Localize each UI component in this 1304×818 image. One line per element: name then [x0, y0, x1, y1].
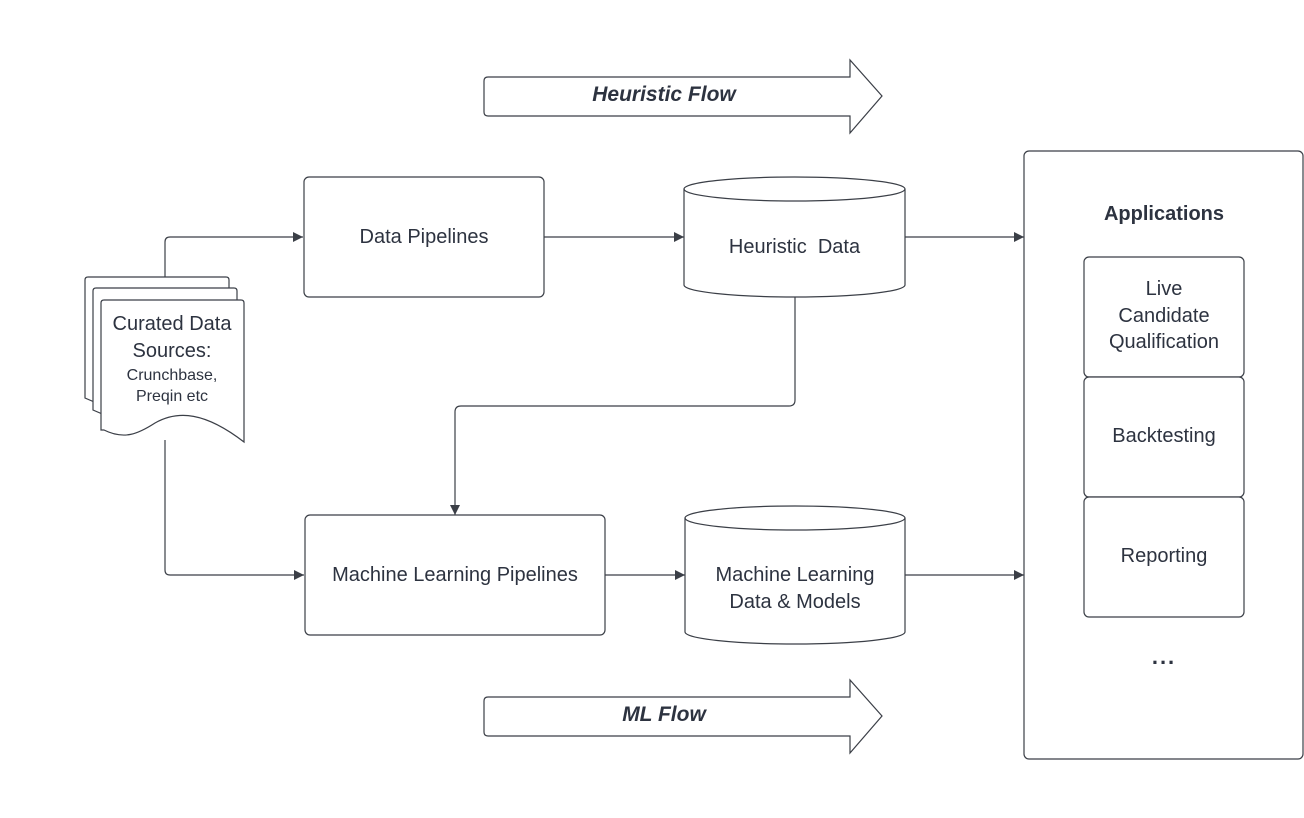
- sources-title-line-1: Curated Data: [113, 313, 233, 335]
- sources-sub-line-2: Preqin etc: [136, 388, 208, 405]
- edge-sources-to-data-pipelines: [164, 232, 303, 278]
- app-backtesting: Backtesting: [1083, 376, 1245, 498]
- ml-data-label-line-2: Data & Models: [729, 591, 860, 613]
- ml-data-node: Machine Learning Data & Models: [684, 505, 906, 645]
- data-pipelines-label: Data Pipelines: [360, 226, 489, 248]
- ml-pipelines-label: Machine Learning Pipelines: [332, 564, 578, 586]
- heuristic-data-label: Heuristic Data: [729, 236, 861, 258]
- connectors: [164, 232, 1024, 580]
- curated-data-sources-node: Curated Data Sources: Crunchbase, Preqin…: [84, 276, 245, 444]
- live-label-line-2: Candidate: [1118, 305, 1209, 327]
- heuristic-flow-banner: Heuristic Flow: [483, 58, 883, 135]
- applications-panel: Applications Live Candidate Qualificatio…: [1023, 150, 1304, 760]
- more-apps-ellipsis: ...: [1152, 644, 1176, 669]
- data-pipelines-node: Data Pipelines: [303, 176, 545, 298]
- applications-title: Applications: [1104, 203, 1224, 225]
- ml-flow-label: ML Flow: [622, 703, 707, 726]
- ml-pipelines-node: Machine Learning Pipelines: [304, 514, 606, 636]
- heuristic-flow-label: Heuristic Flow: [592, 83, 737, 106]
- ml-data-label-line-1: Machine Learning: [716, 564, 875, 586]
- reporting-label: Reporting: [1121, 545, 1208, 567]
- live-label-line-3: Qualification: [1109, 331, 1219, 353]
- edge-heuristic-data-to-ml-pipelines: [450, 297, 796, 515]
- sources-title-line-2: Sources:: [133, 340, 212, 362]
- backtesting-label: Backtesting: [1112, 425, 1215, 447]
- ml-flow-banner: ML Flow: [483, 678, 883, 755]
- edge-sources-to-ml-pipelines: [164, 440, 304, 580]
- sources-sub-line-1: Crunchbase,: [127, 367, 218, 384]
- heuristic-data-node: Heuristic Data: [683, 176, 906, 298]
- live-label-line-1: Live: [1146, 278, 1183, 300]
- app-live-candidate-qualification: Live Candidate Qualification: [1083, 256, 1245, 378]
- app-reporting: Reporting: [1083, 496, 1245, 618]
